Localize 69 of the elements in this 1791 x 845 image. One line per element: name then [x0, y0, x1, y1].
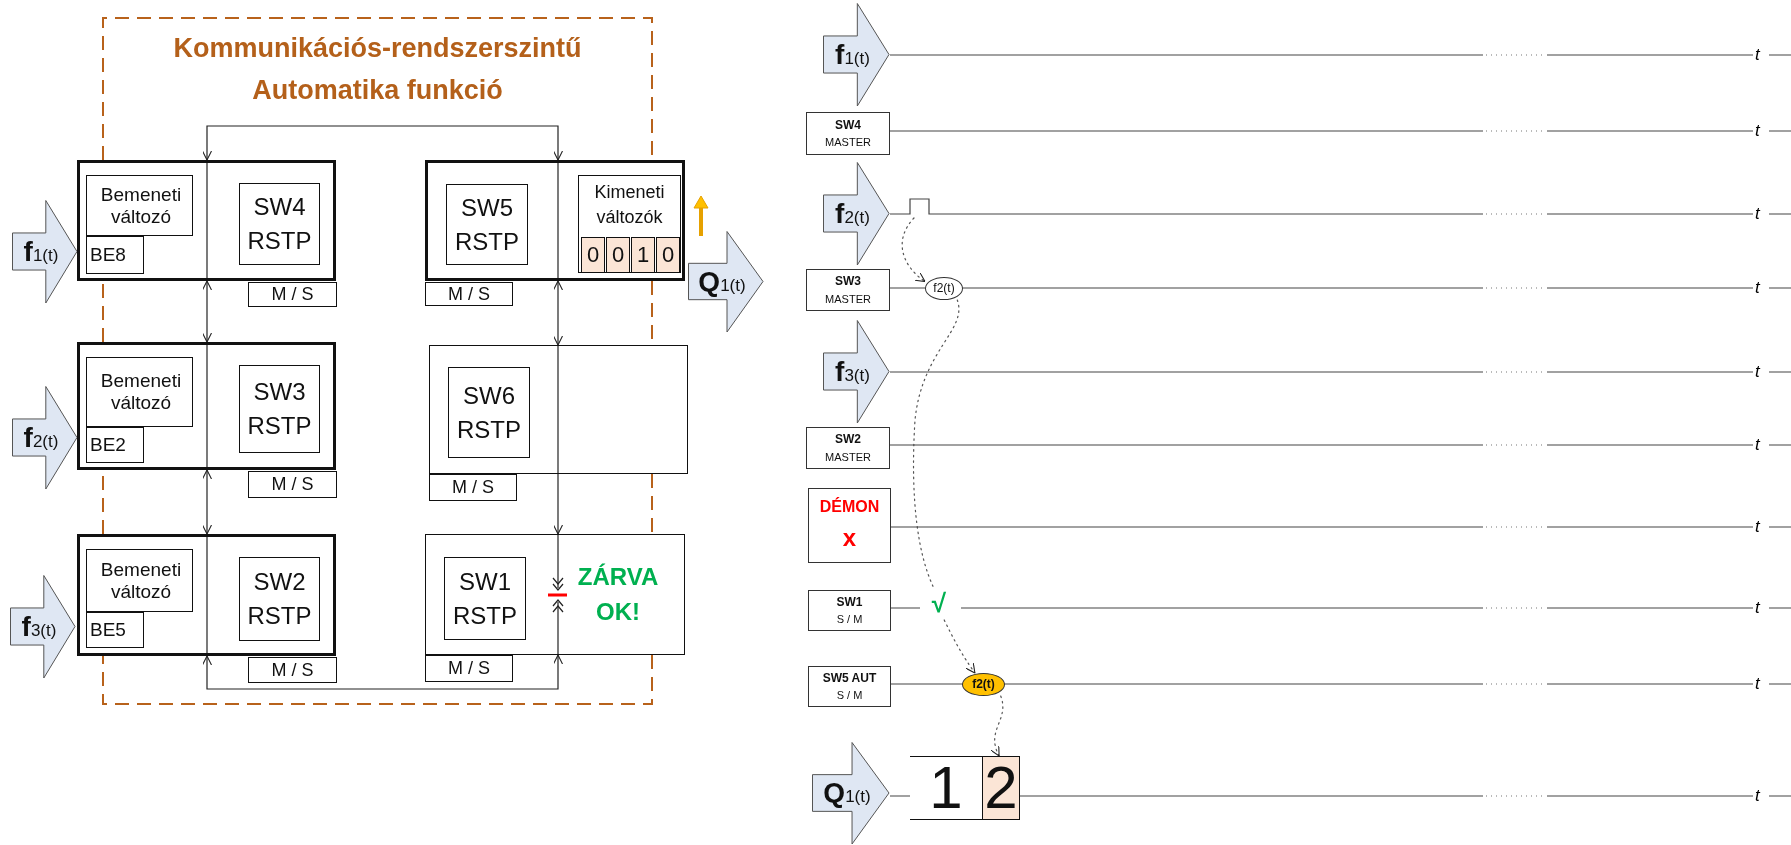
- daemon-box: DÉMON x: [808, 488, 891, 563]
- time-label: t: [1755, 363, 1760, 380]
- output-variable-box: [578, 175, 681, 273]
- network-link: [201, 654, 564, 690]
- dotted-arrow: [943, 619, 976, 674]
- switch-panel: [77, 160, 336, 281]
- status-text: ZÁRVA OK!: [576, 561, 660, 627]
- time-label: t: [1755, 518, 1760, 535]
- signal-marker: f2(t): [925, 277, 963, 300]
- mode-box: M / S: [425, 655, 513, 682]
- variable-box: BE2: [86, 427, 144, 463]
- bit-cell: 0: [606, 237, 630, 273]
- bit-cell: 1: [631, 237, 655, 273]
- network-link: [552, 280, 564, 346]
- time-label: t: [1755, 675, 1760, 692]
- time-label: t: [1755, 46, 1760, 63]
- switch-box: SW3 RSTP: [239, 365, 320, 453]
- time-label: t: [1755, 122, 1760, 139]
- signal-symbol: Q1(t): [812, 742, 890, 845]
- switch-box: SW5 RSTP: [446, 184, 528, 265]
- bit-cell: 0: [656, 237, 680, 273]
- network-link: [201, 469, 213, 535]
- variable-box: BE8: [86, 236, 144, 274]
- mode-box: M / S: [429, 474, 517, 501]
- signal-label-box: SW5 AUT S / M: [808, 666, 891, 707]
- signal-symbol: f1(t): [12, 200, 78, 304]
- mode-box: M / S: [425, 282, 513, 306]
- time-label: t: [1755, 205, 1760, 222]
- check-mark: √: [926, 588, 952, 620]
- network-link: [201, 280, 213, 343]
- switch-panel: [77, 342, 336, 470]
- network-link: [201, 125, 564, 161]
- network-link: [552, 473, 564, 535]
- variable-box: BE5: [86, 612, 144, 648]
- dotted-arrow: [990, 695, 1004, 757]
- switch-box: SW4 RSTP: [239, 183, 320, 265]
- signal-symbol: Q1(t): [688, 231, 764, 333]
- switch-box: SW1 RSTP: [444, 557, 526, 640]
- switch-box: SW2 RSTP: [239, 557, 320, 641]
- output-value-cell: 2: [982, 756, 1020, 820]
- signal-label-box: SW2 MASTER: [806, 427, 890, 469]
- variable-box: Bemeneti változó: [86, 175, 193, 236]
- time-label: t: [1755, 436, 1760, 453]
- switch-panel: [425, 160, 685, 281]
- signal-symbol: f1(t): [823, 3, 890, 107]
- bit-cell: 0: [581, 237, 605, 273]
- mode-box: M / S: [248, 657, 337, 683]
- signal-label-box: SW1 S / M: [808, 590, 891, 631]
- signal-symbol: f3(t): [823, 320, 890, 424]
- box-heading: Kimeneti változók: [593, 181, 666, 230]
- signal-marker: f2(t): [962, 673, 1005, 696]
- heading-text: Kommunikációs-rendszerszintű Automatika funkció: [150, 28, 605, 112]
- signal-label-box: SW4 MASTER: [806, 112, 890, 155]
- variable-box: Bemeneti változó: [86, 549, 193, 612]
- variable-box: Bemeneti változó: [86, 357, 193, 427]
- switch-panel: [429, 345, 688, 474]
- signal-symbol: f2(t): [12, 386, 78, 490]
- switch-panel: [425, 534, 685, 655]
- signal-symbol: f2(t): [823, 162, 890, 266]
- mode-box: M / S: [248, 471, 337, 498]
- time-label: t: [1755, 279, 1760, 296]
- mode-box: M / S: [248, 282, 337, 307]
- dotted-arrow: [901, 217, 926, 283]
- time-label: t: [1755, 599, 1760, 616]
- switch-panel: [77, 534, 336, 656]
- switch-box: SW6 RSTP: [448, 367, 530, 458]
- signal-label-box: SW3 MASTER: [806, 269, 890, 311]
- time-label: t: [1755, 787, 1760, 804]
- signal-symbol: f3(t): [10, 575, 76, 679]
